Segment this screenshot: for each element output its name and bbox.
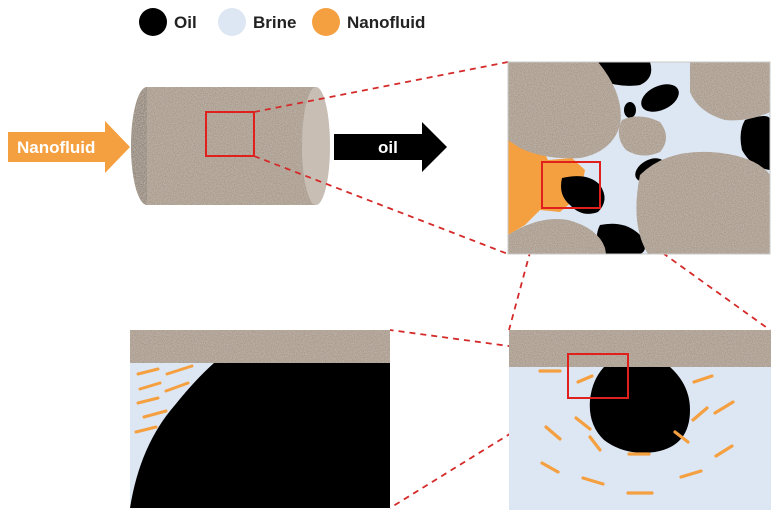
nanofluid-swatch [312,8,340,36]
droplet-panel [509,330,771,510]
legend-label-oil: Oil [174,13,197,32]
inlet-arrow-shape [8,121,130,173]
contact-oil-phase [130,363,390,508]
contact-angle-panel [130,330,390,508]
legend-item-oil: Oil [139,8,197,36]
contact-rock-surface [130,330,390,363]
core-end-face [302,87,330,205]
core-highlight-box [205,111,255,157]
pore-panel-border [507,61,771,255]
legend-item-brine: Brine [218,8,296,36]
legend-label-nanofluid: Nanofluid [347,13,425,32]
pore-nanofluid-region [508,140,585,235]
pore-highlight-box [541,161,601,209]
pore-rock-grains [508,62,770,254]
droplet-nanoparticles [538,369,735,495]
legend: Oil Brine Nanofluid [139,8,425,36]
inlet-arrow-label: Nanofluid [17,138,95,157]
outlet-arrow-label: oil [378,138,398,157]
oil-droplet [589,367,690,453]
rock-core-cylinder [131,87,330,205]
droplet-highlight-box [567,353,629,399]
pore-scale-panel [508,62,770,254]
nanofluid-inlet-arrow: Nanofluid [8,121,130,173]
oil-swatch [139,8,167,36]
droplet-rock-surface [509,330,771,367]
outlet-arrow-shape [334,122,447,172]
legend-item-nanofluid: Nanofluid [312,8,425,36]
legend-label-brine: Brine [253,13,296,32]
brine-swatch [218,8,246,36]
contact-nanoparticles [134,364,194,434]
oil-outlet-arrow: oil [334,122,447,172]
